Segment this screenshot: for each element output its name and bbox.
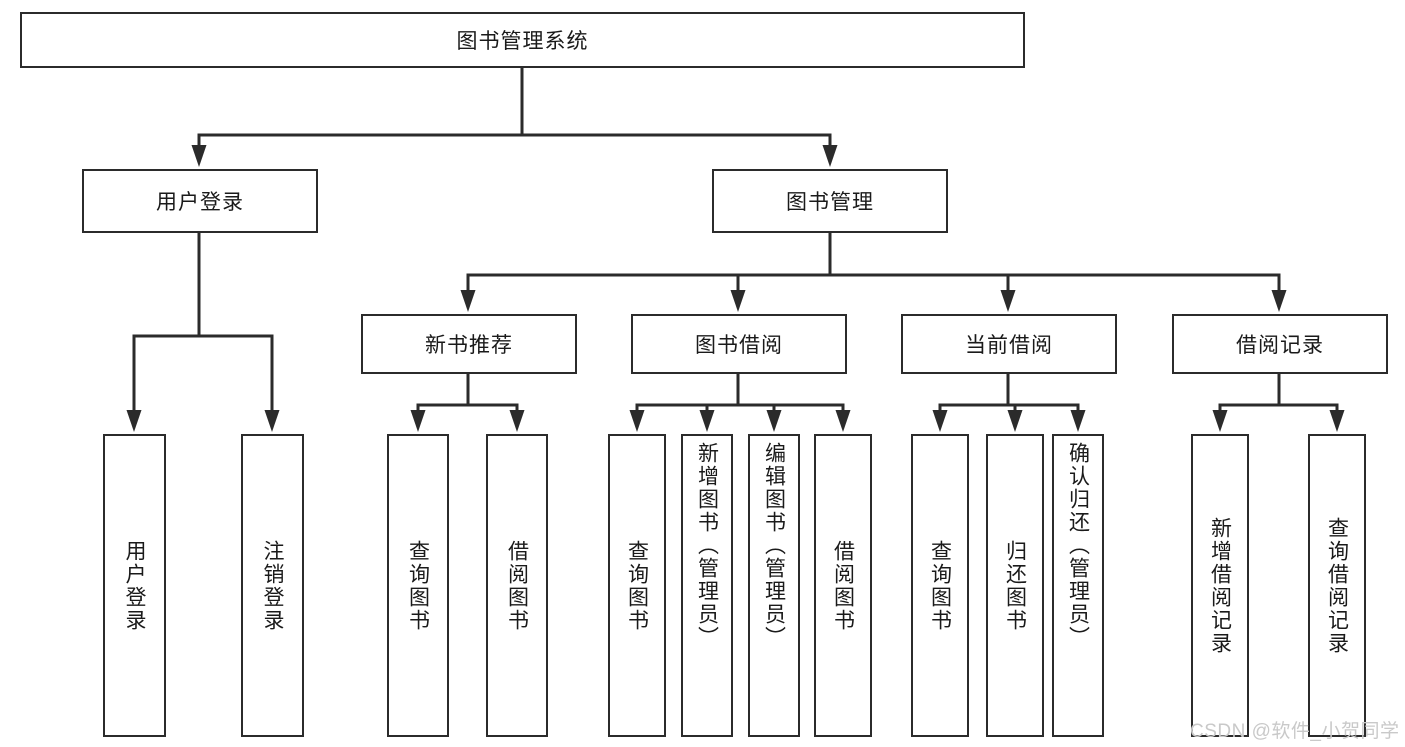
node-label-leaf-confirm-return: 确认归还（管理员） <box>1066 442 1090 649</box>
arrowhead-book-borrow-to-leaves-3 <box>835 410 851 432</box>
node-label-borrow-record: 借阅记录 <box>1236 334 1324 357</box>
node-user-login: 用户登录 <box>82 169 318 233</box>
node-book-manage: 图书管理 <box>712 169 948 233</box>
node-label-leaf-logout: 注销登录 <box>261 539 284 632</box>
node-label-leaf-user-login: 用户登录 <box>123 539 146 632</box>
arrowhead-book-borrow-to-leaves-2 <box>766 410 782 432</box>
node-label-leaf-add-book: 新增图书（管理员） <box>695 442 719 649</box>
node-borrow-record: 借阅记录 <box>1172 314 1388 374</box>
node-label-book-borrow: 图书借阅 <box>695 334 783 357</box>
node-current-borrow: 当前借阅 <box>901 314 1117 374</box>
arrowhead-user-login-to-leaves-1 <box>264 410 280 432</box>
node-leaf-borrow-book-2: 借阅图书 <box>814 434 872 737</box>
node-label-root: 图书管理系统 <box>456 30 589 53</box>
node-leaf-add-record: 新增借阅记录 <box>1191 434 1249 737</box>
arrowhead-user-login-to-leaves-0 <box>126 410 142 432</box>
arrowhead-root-to-level2-1 <box>822 145 838 167</box>
csdn-watermark: CSDN @软件_小贺同学 <box>1190 721 1400 742</box>
node-label-book-manage: 图书管理 <box>786 191 874 214</box>
node-leaf-user-login: 用户登录 <box>103 434 166 737</box>
node-leaf-query-book-1: 查询图书 <box>387 434 449 737</box>
node-leaf-edit-book: 编辑图书（管理员） <box>748 434 800 737</box>
arrowhead-root-to-level2-0 <box>191 145 207 167</box>
arrowhead-book-borrow-to-leaves-0 <box>629 410 645 432</box>
node-leaf-confirm-return: 确认归还（管理员） <box>1052 434 1104 737</box>
node-leaf-query-book-3: 查询图书 <box>911 434 969 737</box>
arrowhead-book-manage-to-level3-2 <box>1000 290 1016 312</box>
node-label-leaf-borrow-book-2: 借阅图书 <box>831 539 855 632</box>
node-leaf-add-book: 新增图书（管理员） <box>681 434 733 737</box>
node-book-borrow: 图书借阅 <box>631 314 847 374</box>
node-label-leaf-add-record: 新增借阅记录 <box>1208 516 1232 655</box>
arrowhead-new-book-rec-to-leaves-0 <box>410 410 426 432</box>
arrowhead-borrow-record-to-leaves-0 <box>1212 410 1228 432</box>
arrowhead-current-borrow-to-leaves-2 <box>1070 410 1086 432</box>
node-new-book-rec: 新书推荐 <box>361 314 577 374</box>
arrowhead-current-borrow-to-leaves-1 <box>1007 410 1023 432</box>
node-leaf-logout: 注销登录 <box>241 434 304 737</box>
node-label-current-borrow: 当前借阅 <box>965 334 1053 357</box>
node-label-leaf-query-record: 查询借阅记录 <box>1325 516 1349 655</box>
arrowhead-current-borrow-to-leaves-0 <box>932 410 948 432</box>
node-root: 图书管理系统 <box>20 12 1025 68</box>
arrowhead-new-book-rec-to-leaves-1 <box>509 410 525 432</box>
arrowhead-book-borrow-to-leaves-1 <box>699 410 715 432</box>
node-label-leaf-edit-book: 编辑图书（管理员） <box>762 442 786 649</box>
node-label-leaf-return-book: 归还图书 <box>1003 539 1027 632</box>
arrowhead-borrow-record-to-leaves-1 <box>1329 410 1345 432</box>
node-label-leaf-query-book-2: 查询图书 <box>625 539 649 632</box>
arrowhead-book-manage-to-level3-1 <box>730 290 746 312</box>
node-label-user-login: 用户登录 <box>156 191 244 214</box>
arrowhead-book-manage-to-level3-3 <box>1271 290 1287 312</box>
node-label-leaf-query-book-1: 查询图书 <box>406 539 430 632</box>
node-label-leaf-query-book-3: 查询图书 <box>928 539 952 632</box>
node-leaf-return-book: 归还图书 <box>986 434 1044 737</box>
node-leaf-borrow-book-1: 借阅图书 <box>486 434 548 737</box>
node-leaf-query-book-2: 查询图书 <box>608 434 666 737</box>
node-label-new-book-rec: 新书推荐 <box>425 334 513 357</box>
node-label-leaf-borrow-book-1: 借阅图书 <box>505 539 529 632</box>
node-leaf-query-record: 查询借阅记录 <box>1308 434 1366 737</box>
arrowhead-book-manage-to-level3-0 <box>460 290 476 312</box>
